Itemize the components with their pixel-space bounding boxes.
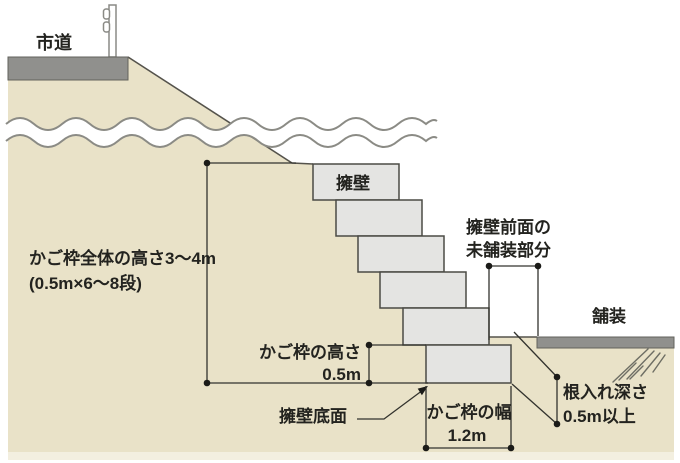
unpaved-label-line2: 未舗装部分 [465, 240, 551, 260]
wall-label: 擁壁 [336, 173, 370, 193]
break-wave-bottom [5, 134, 438, 148]
soil-bottom-strip [8, 452, 674, 460]
wall-bottom-label: 擁壁底面 [279, 406, 347, 426]
gabion-block-stack [312, 163, 512, 384]
break-wave-top [5, 117, 438, 131]
frame-width-label-line2: 1.2m [448, 426, 487, 445]
unpaved-label-line1: 擁壁前面の [466, 217, 551, 237]
gabion-block-6 [425, 344, 512, 384]
overall-height-dimension [203, 159, 428, 387]
gabion-block-4 [379, 271, 467, 309]
frame-height-dimension [365, 341, 426, 387]
frame-height-label-line1: かご枠の高さ [259, 342, 361, 362]
gabion-block-5 [402, 307, 490, 346]
embed-depth-label-line1: 根入れ深さ [563, 382, 648, 402]
road-surface [7, 56, 129, 81]
paving-strip [536, 336, 675, 349]
break-band-fill [6, 118, 437, 147]
guardrail-bracket-lower [102, 21, 111, 33]
gabion-block-3 [357, 235, 445, 273]
frame-width-label-line1: かご枠の幅 [427, 402, 512, 422]
frame-width-dimension [422, 386, 515, 452]
road-label: 市道 [36, 32, 72, 53]
embed-depth-label-line2: 0.5m以上 [563, 407, 636, 426]
paving-label: 舗装 [591, 306, 626, 326]
frame-height-label-line2: 0.5m [322, 365, 361, 384]
unpaved-width-dimension [485, 262, 542, 340]
overall-height-label-line1: かご枠全体の高さ3〜4m [29, 248, 216, 268]
overall-height-label-line2: (0.5m×6〜8段) [29, 273, 142, 293]
embed-depth-dimension [511, 331, 561, 428]
ground-hatch-icon [612, 348, 666, 383]
guardrail-bracket-upper [102, 8, 111, 20]
gabion-block-2 [335, 199, 423, 237]
